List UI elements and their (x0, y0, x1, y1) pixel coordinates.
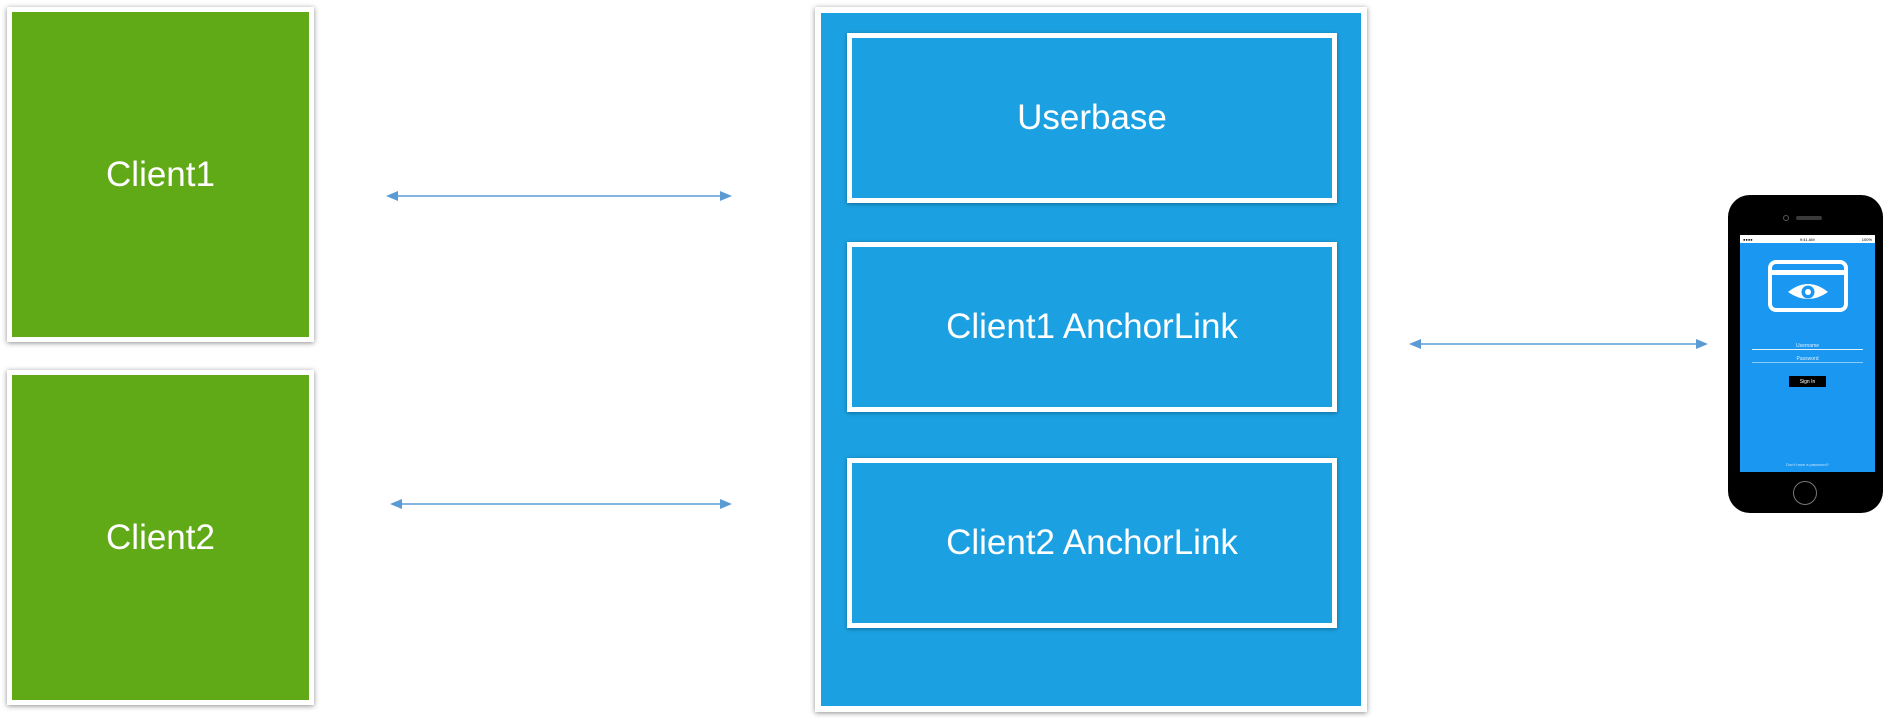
client1-anchorlink-module: Client1 AnchorLink (847, 242, 1337, 412)
phone-screen: ●●●● 9:41 AM 100% Username Password Sign… (1740, 235, 1875, 472)
status-signal: ●●●● (1743, 236, 1753, 242)
userbase-label: Userbase (1017, 98, 1167, 137)
client2-anchorlink-label: Client2 AnchorLink (946, 523, 1238, 562)
status-time: 9:41 AM (1799, 236, 1815, 242)
home-button[interactable] (1793, 481, 1817, 505)
phone-connector-arrow (1409, 339, 1708, 349)
client2-connector-arrow (390, 499, 732, 509)
client1-label: Client1 (106, 154, 215, 194)
password-field[interactable]: Password (1752, 356, 1863, 363)
client1-box: Client1 (7, 7, 314, 342)
username-field[interactable]: Username (1752, 343, 1863, 350)
client1-connector-arrow (386, 191, 732, 201)
status-battery: 100% (1861, 236, 1872, 242)
phone-device: ●●●● 9:41 AM 100% Username Password Sign… (1728, 195, 1883, 513)
server-container: Userbase Client1 AnchorLink Client2 Anch… (815, 7, 1367, 712)
client2-anchorlink-module: Client2 AnchorLink (847, 458, 1337, 628)
phone-camera (1783, 215, 1789, 221)
client2-box: Client2 (7, 370, 314, 705)
phone-speaker (1796, 216, 1822, 220)
forgot-password-link[interactable]: Don't have a password? (1786, 462, 1829, 467)
sign-in-button[interactable]: Sign In (1789, 376, 1826, 387)
phone-status-bar: ●●●● 9:41 AM 100% (1740, 235, 1875, 243)
client2-label: Client2 (106, 517, 215, 557)
userbase-module: Userbase (847, 33, 1337, 203)
eye-card-icon (1768, 260, 1848, 312)
client1-anchorlink-label: Client1 AnchorLink (946, 307, 1238, 346)
